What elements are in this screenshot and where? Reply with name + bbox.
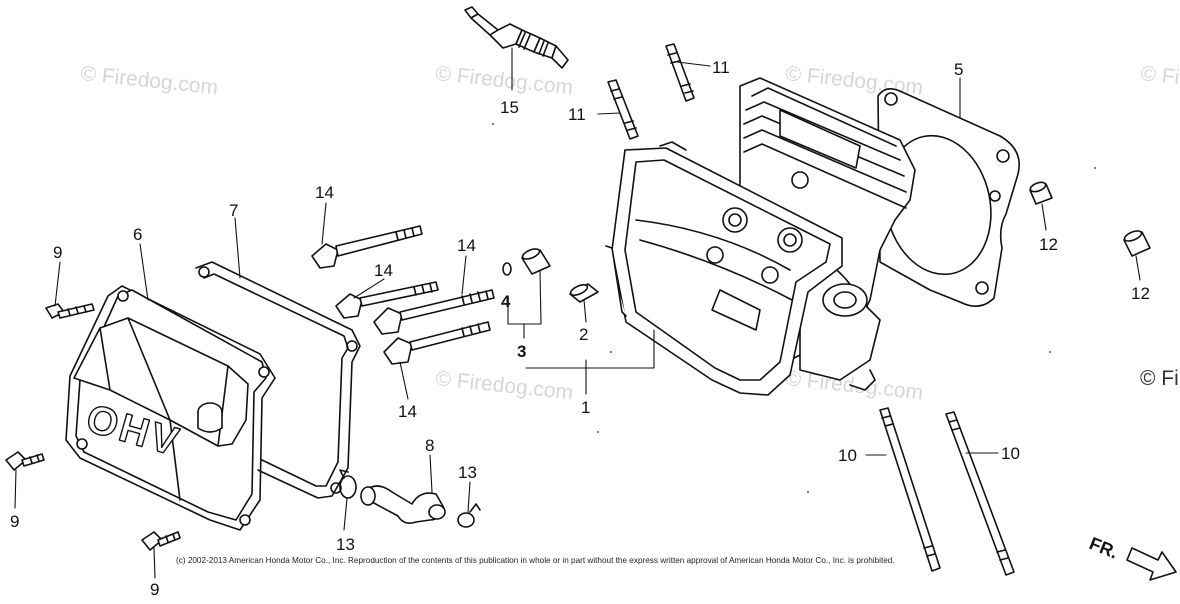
- scan-specks: [492, 123, 1096, 493]
- callout-9: 9: [150, 580, 159, 599]
- o-ring: [502, 262, 512, 276]
- long-stud: [945, 411, 1015, 576]
- spark-plug: [464, 6, 569, 69]
- callout-15: 15: [500, 98, 519, 117]
- watermark: © Firedog.com: [79, 62, 219, 99]
- long-bolt: [311, 225, 423, 269]
- stud-bolt: [607, 79, 639, 140]
- callout-9: 9: [10, 512, 19, 531]
- callout-11: 11: [568, 105, 586, 124]
- callout-14: 14: [398, 402, 417, 421]
- callout-11: 11: [712, 58, 730, 77]
- copyright-notice: (c) 2002-2013 American Honda Motor Co., …: [176, 556, 895, 565]
- callout-13: 13: [336, 535, 355, 554]
- callout-12: 12: [1039, 235, 1058, 254]
- callout-14: 14: [374, 261, 393, 280]
- cylinder-head: [605, 77, 916, 396]
- callout-8: 8: [425, 436, 434, 455]
- front-label: FR.: [1087, 533, 1121, 562]
- callout-12: 12: [1131, 284, 1150, 303]
- head-gasket: [877, 88, 1020, 307]
- stud-bolt: [665, 43, 695, 102]
- dowel-pin: [569, 283, 599, 303]
- callout-2: 2: [579, 325, 588, 344]
- callout-7: 7: [229, 201, 238, 220]
- front-direction-indicator: FR.: [1087, 533, 1177, 581]
- callout-labels: 1 2 3 4 5 6 7 8 9 9 9 10 10 11 11 12 12 …: [10, 58, 1150, 599]
- callout-1: 1: [581, 398, 590, 417]
- tube-clip: [457, 503, 481, 528]
- callout-14: 14: [457, 236, 476, 255]
- dowel-pin: [1123, 230, 1151, 257]
- breather-tube: [360, 485, 446, 524]
- callout-14: 14: [315, 183, 334, 202]
- dowel-pin: [521, 248, 551, 275]
- long-bolt: [335, 281, 439, 319]
- long-stud: [879, 407, 941, 572]
- tube-clip: [339, 469, 357, 499]
- flange-bolt: [141, 531, 181, 551]
- flange-bolt: [45, 303, 95, 319]
- dowel-pin: [1029, 181, 1053, 205]
- valve-cover: [65, 285, 276, 531]
- callout-9: 9: [53, 243, 62, 262]
- callout-6: 6: [133, 225, 142, 244]
- watermark: © Firedog.com: [434, 62, 574, 99]
- callout-3: 3: [517, 342, 526, 361]
- watermark: © Firedog.com: [434, 367, 574, 404]
- leader-lines: [14, 47, 1141, 579]
- watermark: © Firedog.com: [1139, 62, 1180, 99]
- callout-10: 10: [1001, 444, 1020, 463]
- long-bolt: [373, 289, 495, 335]
- watermark-edge: © Firedog.com: [1140, 367, 1180, 390]
- front-arrow-icon: [1126, 547, 1177, 581]
- callout-13: 13: [458, 463, 477, 482]
- callout-5: 5: [954, 60, 963, 79]
- callout-4: 4: [501, 292, 511, 311]
- cover-gasket: [195, 261, 361, 499]
- long-bolt: [383, 321, 491, 365]
- flange-bolt: [5, 451, 45, 471]
- callout-10: 10: [838, 446, 857, 465]
